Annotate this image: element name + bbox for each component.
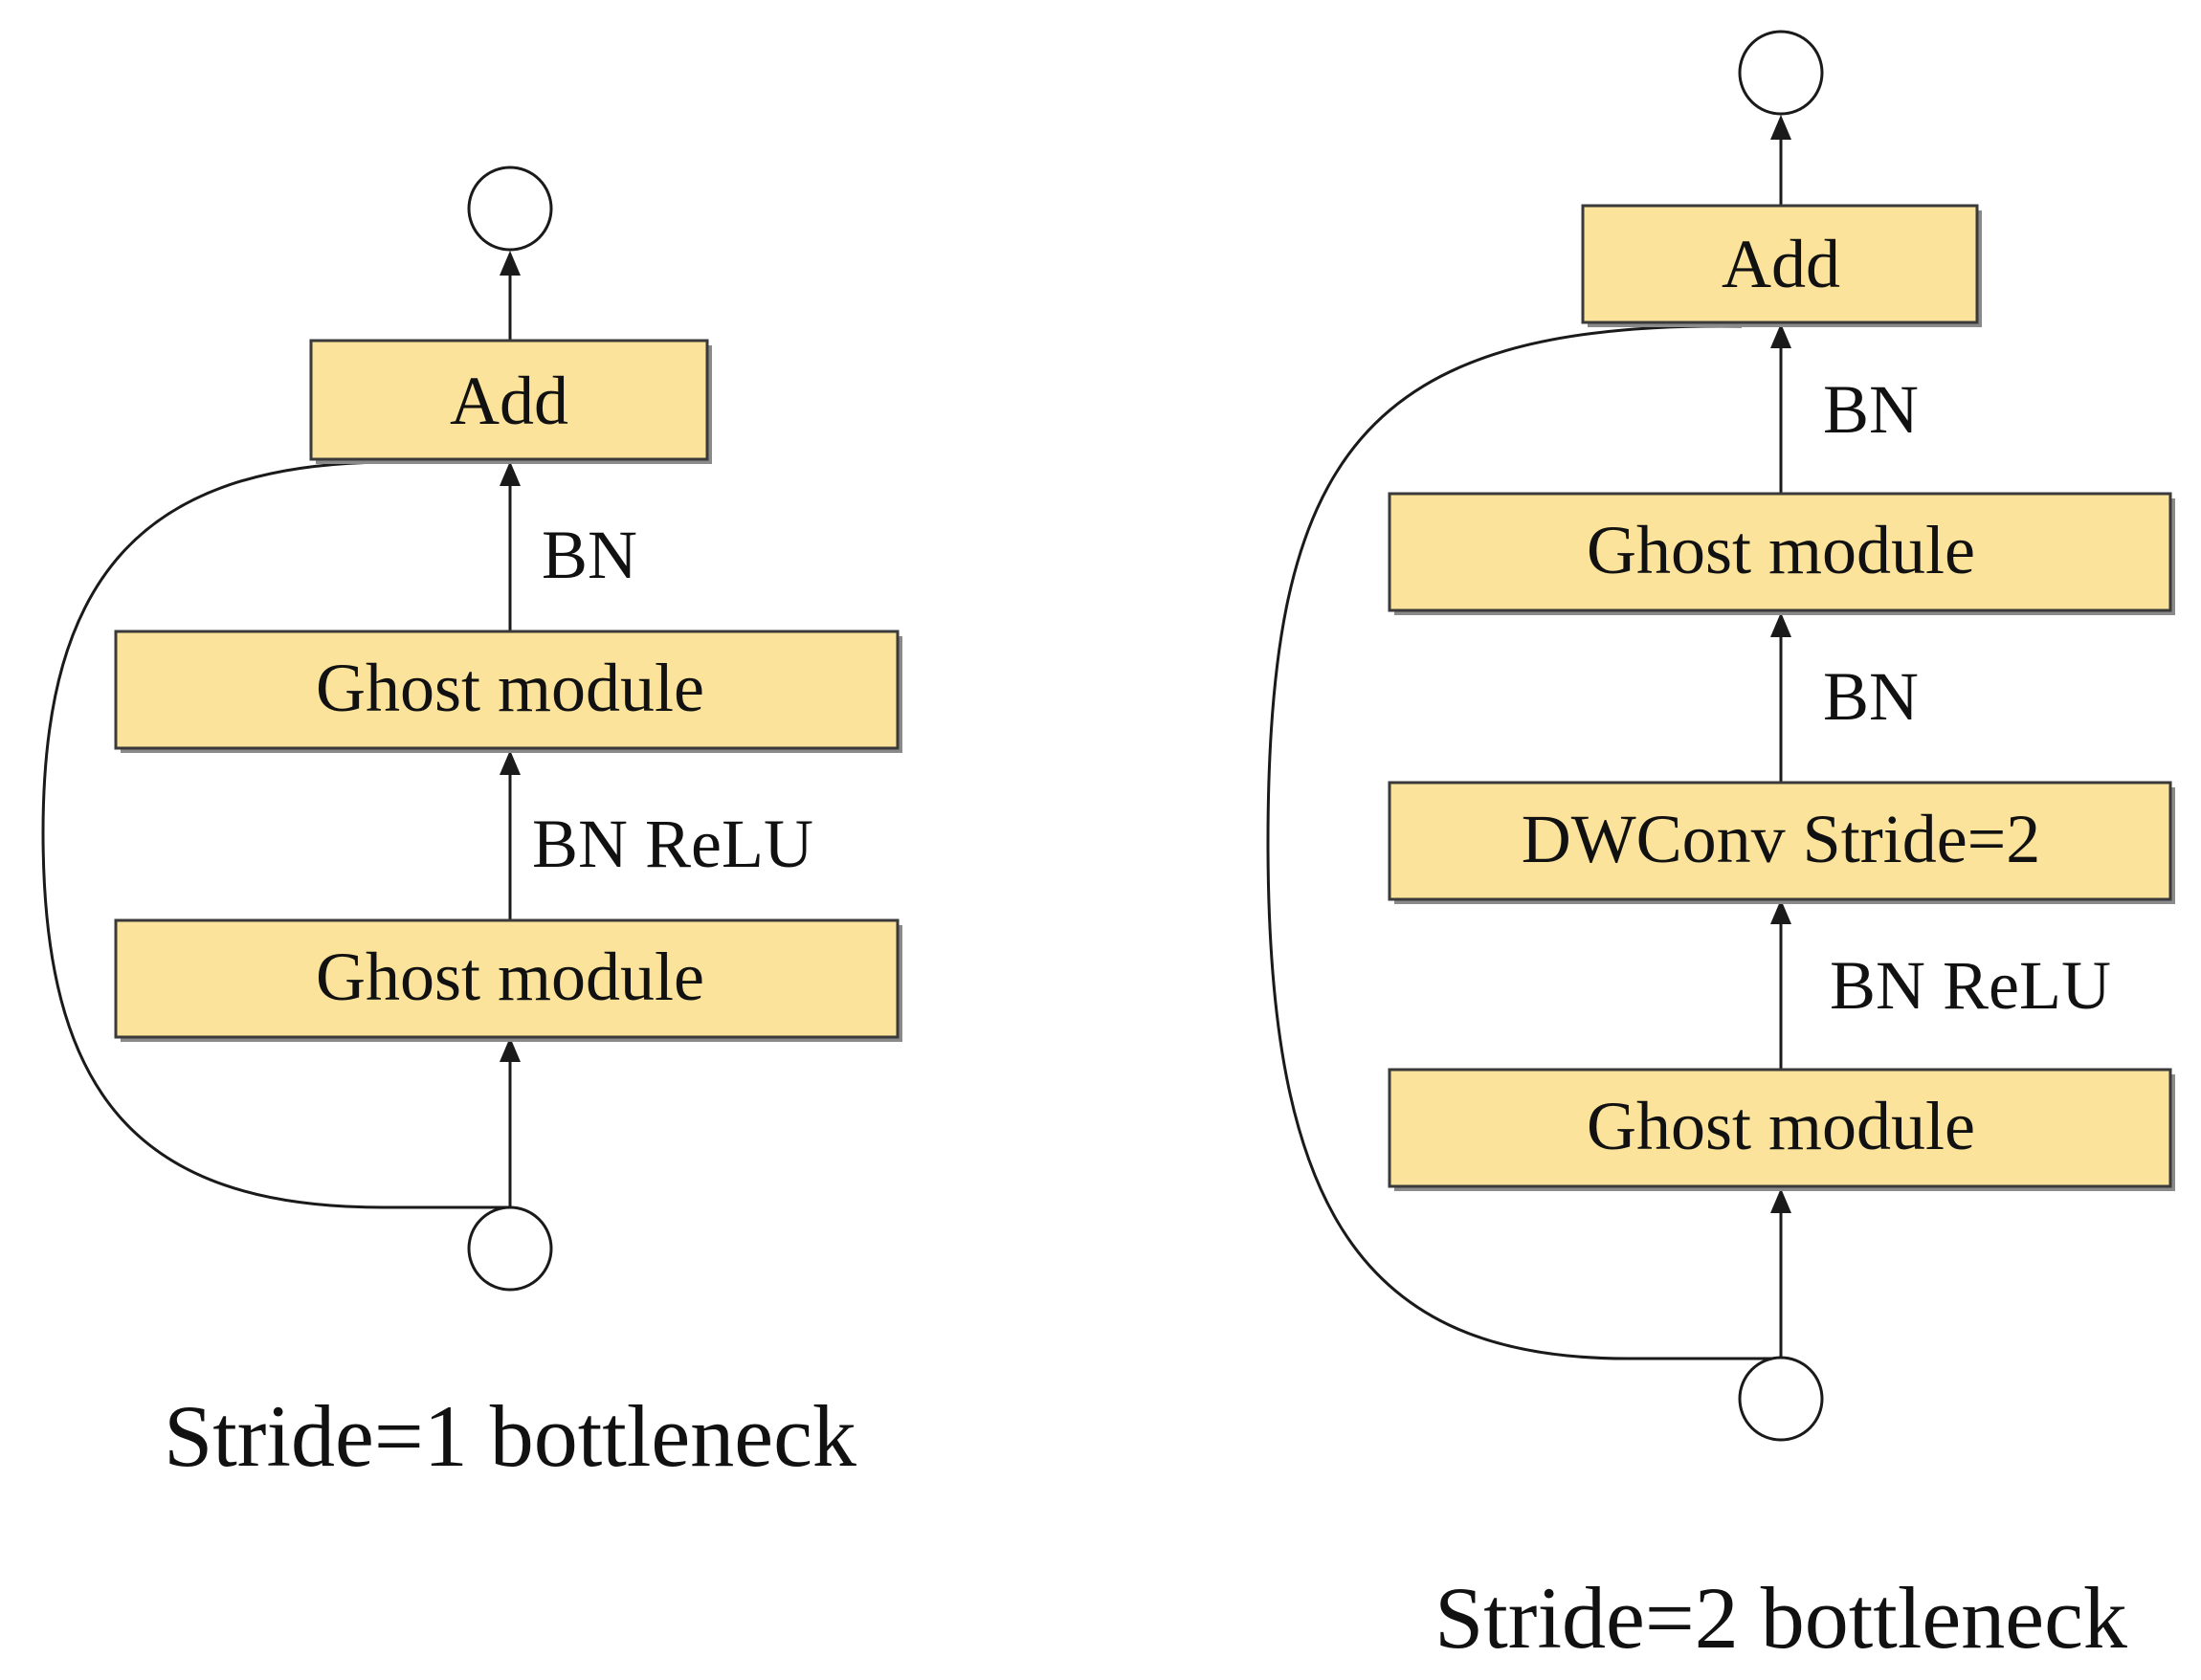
stride2-add-box: [1581, 204, 1979, 324]
stride2-edge-label-bn-relu: BN ReLU: [1830, 947, 2111, 1024]
stride1-skip-connection: [41, 460, 510, 1209]
stride2-arrowhead-ghost-to-dwconv: [1770, 899, 1791, 924]
stride2-edge-label-bn-middle: BN: [1823, 658, 1919, 735]
stride1-input-node: [467, 1205, 553, 1292]
stride1-ghost-module-top-box: [114, 630, 900, 750]
stride1-arrowhead-add-to-output: [500, 251, 521, 276]
stride1-arrowhead-input-to-ghost: [500, 1037, 521, 1062]
stride1-ghost-module-bottom-label: Ghost module: [316, 939, 704, 1015]
stride2-dwconv-box: [1388, 781, 2172, 901]
stride1-arrowhead-ghost-to-add: [500, 461, 521, 486]
stride1-caption: Stride=1 bottleneck: [164, 1387, 856, 1485]
stride1-add-box: [309, 339, 709, 461]
stride1-block: Add Ghost module Ghost module BN BN ReLU…: [41, 166, 902, 1485]
stride2-caption: Stride=2 bottleneck: [1434, 1569, 2127, 1667]
stride2-arrowhead-input-to-ghost: [1770, 1188, 1791, 1213]
stride2-arrowhead-ghost-to-add: [1770, 323, 1791, 348]
stride1-ghost-module-bottom-box: [114, 918, 900, 1039]
stride2-ghost-module-bottom-label: Ghost module: [1587, 1088, 1975, 1164]
stride2-skip-connection: [1266, 324, 1781, 1360]
stride2-input-node: [1738, 1356, 1824, 1442]
stride1-output-node: [467, 166, 553, 252]
stride2-arrowhead-add-to-output: [1770, 115, 1791, 140]
stride2-ghost-module-top-box: [1388, 492, 2172, 612]
stride2-ghost-module-bottom-box: [1388, 1068, 2172, 1188]
stride2-add-label: Add: [1722, 226, 1840, 302]
stride2-ghost-module-top-label: Ghost module: [1587, 512, 1975, 588]
stride1-add-label: Add: [450, 363, 568, 439]
stride2-arrowhead-dwconv-to-ghost: [1770, 612, 1791, 637]
stride2-edge-label-bn-top: BN: [1823, 371, 1919, 448]
stride1-edge-label-bn-relu: BN ReLU: [532, 806, 813, 882]
stride1-arrowhead-ghost-to-ghost: [500, 750, 521, 775]
stride1-ghost-module-top-label: Ghost module: [316, 650, 704, 726]
stride1-edge-label-bn: BN: [542, 517, 637, 593]
stride2-output-node: [1738, 30, 1824, 116]
stride2-block: Add Ghost module DWConv Stride=2 Ghost m…: [1266, 30, 2175, 1667]
stride2-dwconv-label: DWConv Stride=2: [1522, 801, 2041, 877]
